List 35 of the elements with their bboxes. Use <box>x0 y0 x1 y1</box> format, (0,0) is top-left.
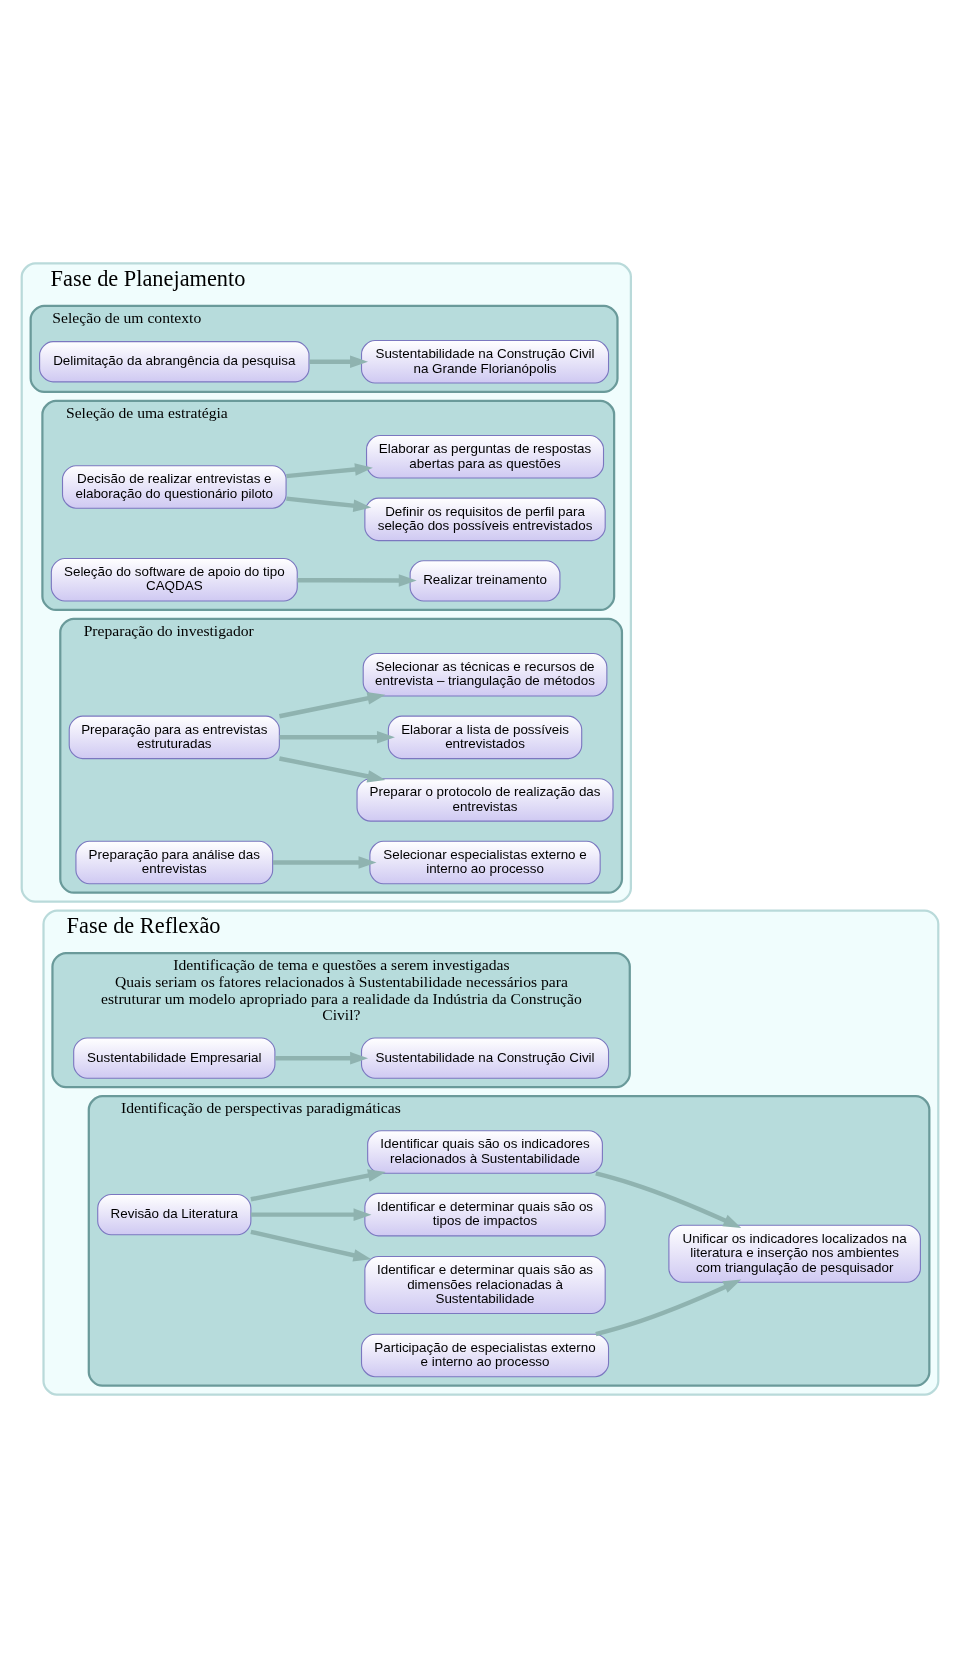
node-box: Definir os requisitos de perfil para seleção dos possíveis entrevistados <box>364 497 606 541</box>
node-box: Seleção do software de apoio do tipo CAQDAS <box>50 557 298 602</box>
arrow <box>595 1279 742 1336</box>
node-box: Realizar treinamento <box>409 559 561 602</box>
node-box: Elaborar as perguntas de respostas abertas para as questões <box>366 434 605 479</box>
node-box: Elaborar a lista de possíveis entrevistados <box>387 715 583 759</box>
node-box: Revisão da Literatura <box>97 1193 252 1235</box>
node-box: Decisão de realizar entrevistas e elaboração do questionário piloto <box>61 464 287 509</box>
node-box: Selecionar especialistas externo e interno ao processo <box>369 840 601 884</box>
arrow <box>250 1229 372 1261</box>
arrow <box>286 462 373 478</box>
arrow <box>297 573 417 587</box>
arrow <box>279 730 395 744</box>
node-box: Sustentabilidade Empresarial <box>73 1036 276 1079</box>
node-box: Identificar e determinar quais são os tipos de impactos <box>364 1192 606 1236</box>
arrow <box>595 1170 742 1228</box>
arrow <box>250 1168 386 1201</box>
arrow <box>273 855 377 869</box>
arrow <box>279 691 386 718</box>
node-box: Sustentabilidade na Construção Civil na Grande Florianópolis <box>360 339 610 384</box>
node-box: Selecionar as técnicas e recursos de entrevista – triangulação de métodos <box>362 652 608 697</box>
arrow <box>279 755 386 783</box>
arrow <box>286 495 372 512</box>
arrow <box>309 355 368 368</box>
node-box: Sustentabilidade na Construção Civil <box>360 1036 610 1079</box>
node-box: Unificar os indicadores localizados na literatura e inserção nos ambientes com triangulação de pesquisador <box>668 1224 921 1283</box>
node-box: Identificar e determinar quais são as dimensões relacionadas à Sustentabilidade <box>364 1255 606 1314</box>
node-box: Participação de especialistas externo e interno ao processo <box>360 1333 610 1377</box>
arrow <box>250 1207 372 1221</box>
node-box: Preparação para as entrevistas estruturadas <box>68 715 280 759</box>
node-box: Identificar quais são os indicadores relacionados à Sustentabilidade <box>367 1129 603 1174</box>
node-box: Preparar o protocolo de realização das entrevistas <box>356 777 614 822</box>
node-box: Preparação para análise das entrevistas <box>75 840 274 884</box>
node-box: Delimitação da abrangência da pesquisa <box>39 340 310 382</box>
arrow <box>275 1051 369 1064</box>
